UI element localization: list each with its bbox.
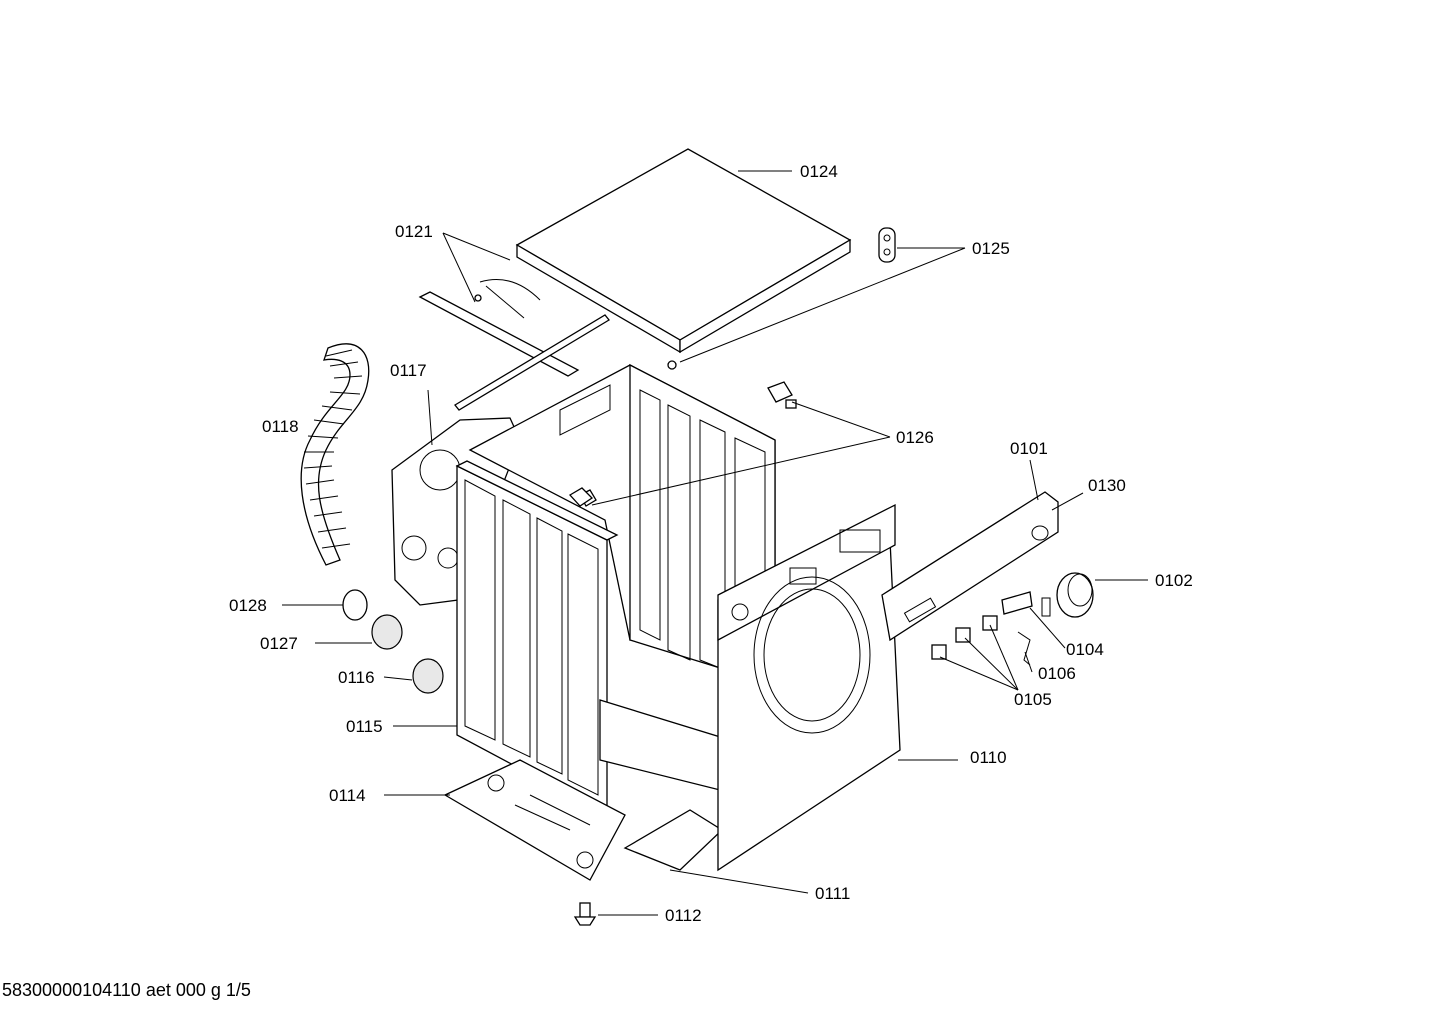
base-plate-part: [443, 699, 731, 881]
label-0114: 0114: [329, 786, 366, 805]
document-id-footer: 58300000104110 aet 000 g 1/5: [2, 980, 251, 1000]
plinth-plate-part: [623, 809, 724, 871]
control-panel-part: [881, 491, 1059, 642]
label-0116: 0116: [338, 668, 375, 687]
label-0127: 0127: [260, 634, 298, 653]
clip-part: [878, 227, 896, 263]
top-cover-part: [515, 148, 852, 354]
bracket-clips-part: [568, 381, 797, 507]
label-0124: 0124: [800, 162, 838, 181]
label-0104: 0104: [1066, 640, 1104, 659]
label-0126: 0126: [896, 428, 934, 447]
label-0125: 0125: [972, 239, 1010, 258]
switch-parts: [931, 591, 1033, 666]
label-0121: 0121: [395, 222, 433, 241]
label-0101: 0101: [1010, 439, 1048, 458]
label-0112: 0112: [665, 906, 702, 925]
label-0130: 0130: [1088, 476, 1126, 495]
side-panel-part: [455, 460, 619, 817]
label-0118: 0118: [262, 417, 299, 436]
rail-and-hose-part: [418, 279, 610, 411]
label-0117: 0117: [390, 361, 427, 380]
screw-part: [667, 360, 677, 370]
front-panel-part: [717, 503, 901, 872]
label-0128: 0128: [229, 596, 267, 615]
label-0111: 0111: [815, 884, 850, 903]
label-0102: 0102: [1155, 571, 1193, 590]
knob-part: [1041, 572, 1094, 618]
foot-part: [573, 902, 597, 926]
label-0115: 0115: [346, 717, 383, 736]
leader-lines: [282, 170, 1148, 916]
ring-parts: [342, 589, 444, 694]
label-0106: 0106: [1038, 664, 1076, 683]
label-0105: 0105: [1014, 690, 1052, 709]
label-0110: 0110: [970, 748, 1007, 767]
duct-hose-part: [300, 343, 370, 566]
